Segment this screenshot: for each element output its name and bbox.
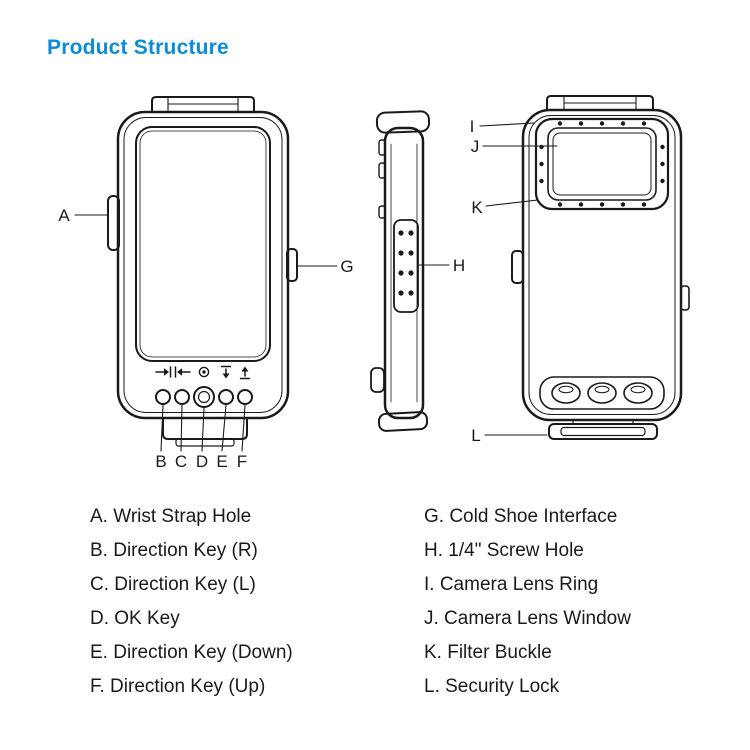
legend-item-direction-key-up: F. Direction Key (Up) — [90, 676, 266, 697]
callout-f-label: F — [237, 452, 247, 471]
callout-e-line — [221, 404, 227, 452]
screen-window — [135, 126, 271, 362]
side-button-bump-1 — [378, 139, 386, 156]
callout-c-label: C — [175, 452, 187, 471]
legend-item-security-lock: L. Security Lock — [424, 676, 560, 697]
callout-b-line — [160, 404, 164, 452]
direction-right-icon — [155, 366, 172, 378]
direction-left-icon — [174, 366, 191, 378]
callout-e-label: E — [216, 452, 227, 471]
button-icons — [155, 365, 251, 380]
legend-item-direction-key-l: C. Direction Key (L) — [90, 574, 256, 595]
direction-key-down-button — [218, 389, 234, 405]
legend-item-ok-key: D. OK Key — [90, 608, 180, 629]
legend-item-filter-buckle: K. Filter Buckle — [424, 642, 552, 663]
callout-i-label: I — [470, 117, 475, 136]
ok-key-button-inner — [197, 390, 211, 404]
side-top-mount — [375, 110, 431, 134]
side-bottom-mount — [377, 411, 429, 432]
direction-up-icon — [239, 366, 251, 380]
legend-item-wrist-strap-hole: A. Wrist Strap Hole — [90, 506, 252, 527]
callout-d-label: D — [196, 452, 208, 471]
callout-i-line — [479, 122, 535, 127]
front-case-inner-line — [123, 117, 283, 413]
direction-key-up-button — [237, 389, 253, 405]
front-top-mount — [151, 96, 255, 113]
side-body — [383, 126, 425, 420]
legend-item-cold-shoe-interface: G. Cold Shoe Interface — [424, 506, 618, 527]
back-view — [511, 95, 690, 440]
camera-lens-bezel — [547, 127, 657, 201]
back-right-bump — [680, 285, 690, 311]
callout-b-label: B — [155, 452, 166, 471]
camera-lens-window — [552, 132, 652, 196]
side-button-bump-2 — [378, 162, 386, 179]
legend-column-left: A. Wrist Strap Hole B. Direction Key (R)… — [90, 500, 293, 704]
callout-d-line — [201, 407, 205, 452]
direction-key-l-button — [174, 389, 190, 405]
side-button-bump-3 — [378, 205, 386, 219]
callout-l-label: L — [471, 426, 480, 445]
legend-column-right: G. Cold Shoe Interface H. 1/4" Screw Hol… — [424, 500, 631, 704]
ok-key-button-outer — [193, 386, 215, 408]
legend-item-direction-key-down: E. Direction Key (Down) — [90, 642, 293, 663]
back-case-inner-line — [528, 115, 676, 415]
ok-icon — [198, 366, 210, 378]
callout-lines — [74, 122, 558, 452]
back-left-tab — [511, 250, 524, 284]
callout-k-label: K — [471, 198, 483, 217]
callout-k-line — [485, 199, 539, 207]
bottom-weights — [539, 376, 665, 410]
page-title: Product Structure — [47, 36, 229, 59]
screw-mount-plate — [393, 219, 419, 313]
screen-inner-line — [139, 130, 267, 358]
legend-item-screw-hole: H. 1/4" Screw Hole — [424, 540, 584, 561]
callout-f-line — [241, 404, 246, 452]
callout-g-label: G — [340, 257, 353, 276]
back-top-mount — [546, 95, 654, 111]
direction-down-icon — [220, 365, 232, 379]
cold-shoe-tab — [286, 248, 298, 282]
screw-holes — [398, 230, 414, 296]
callout-j-label: J — [471, 137, 480, 156]
side-foot-bump — [370, 367, 385, 393]
direction-key-r-button — [155, 389, 171, 405]
camera-lens-ring — [534, 117, 670, 211]
back-case-body — [521, 108, 683, 422]
callout-h-label: H — [453, 256, 465, 275]
lens-ring-screws — [539, 121, 665, 207]
legend-item-camera-lens-window: J. Camera Lens Window — [424, 608, 631, 629]
callout-c-line — [180, 404, 183, 452]
front-view — [107, 96, 298, 447]
front-bottom-mount — [162, 417, 248, 447]
legend-item-direction-key-r: B. Direction Key (R) — [90, 540, 258, 561]
wrist-strap-hole-tab — [107, 195, 120, 251]
legend-item-camera-lens-ring: I. Camera Lens Ring — [424, 574, 599, 595]
side-view — [370, 110, 431, 432]
security-lock-latch — [548, 419, 658, 440]
callout-labels: A G H I J K L B C D E F — [58, 117, 483, 471]
callout-a-label: A — [58, 206, 70, 225]
